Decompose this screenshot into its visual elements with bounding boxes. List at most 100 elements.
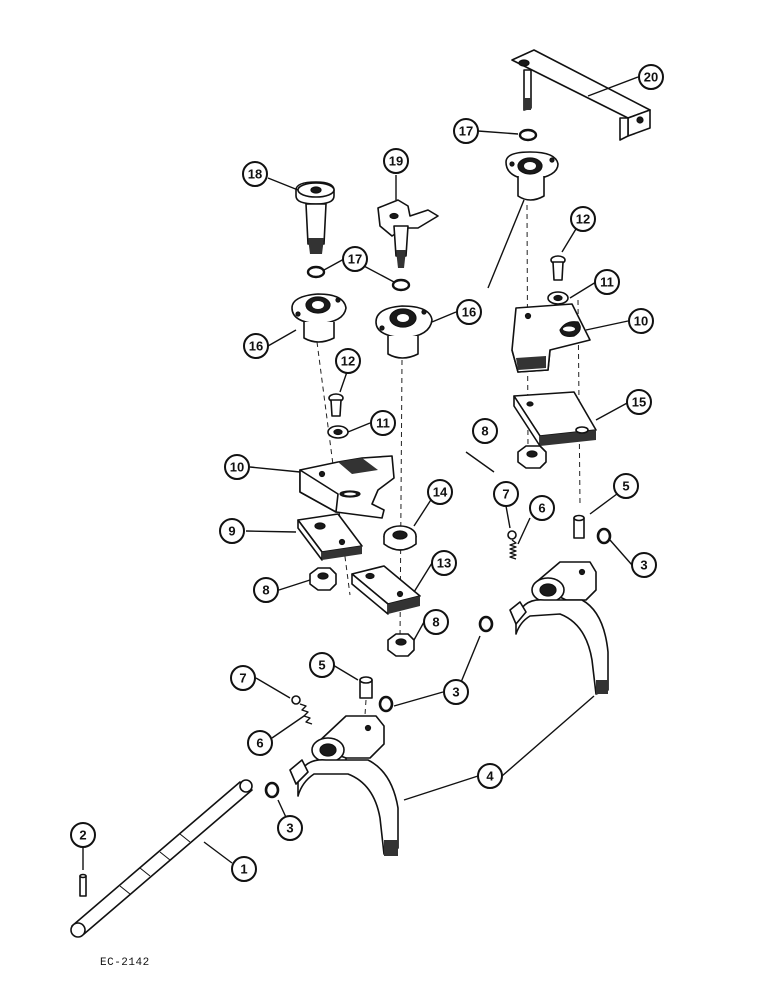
callout-3: 3 — [277, 815, 303, 841]
circlip-part — [378, 695, 394, 713]
callout-9: 9 — [219, 518, 245, 544]
drawing-reference-code: EC-2142 — [100, 957, 150, 969]
bolt-part — [550, 255, 566, 281]
bracket-part — [511, 303, 591, 373]
callout-5: 5 — [613, 473, 639, 499]
o-ring-part — [391, 278, 411, 292]
pin-part — [79, 873, 87, 897]
selector-lever-part — [511, 49, 651, 141]
o-ring-part — [518, 128, 538, 142]
callout-17: 17 — [453, 118, 479, 144]
svg-text:17: 17 — [348, 252, 362, 267]
callout-15: 15 — [626, 389, 652, 415]
leader-lines — [82, 76, 639, 870]
roll-pin-part — [573, 514, 585, 539]
callout-18: 18 — [242, 161, 268, 187]
callout-17: 17 — [342, 246, 368, 272]
svg-text:11: 11 — [376, 416, 390, 431]
svg-text:5: 5 — [622, 479, 629, 494]
svg-text:3: 3 — [640, 558, 647, 573]
svg-text:12: 12 — [576, 212, 590, 227]
callout-13: 13 — [431, 550, 457, 576]
svg-text:18: 18 — [248, 167, 262, 182]
svg-text:1: 1 — [240, 862, 247, 877]
svg-text:11: 11 — [600, 275, 614, 290]
callout-11: 11 — [370, 410, 396, 436]
shift-rail-part — [70, 779, 253, 938]
callout-16: 16 — [243, 333, 269, 359]
svg-text:8: 8 — [262, 583, 269, 598]
pivot-pin-part — [295, 181, 335, 254]
shift-fork-part — [289, 715, 399, 856]
callout-10: 10 — [628, 308, 654, 334]
washer-part — [327, 425, 349, 439]
nut-part — [309, 567, 337, 591]
callout-8: 8 — [253, 577, 279, 603]
svg-text:12: 12 — [341, 354, 355, 369]
svg-text:19: 19 — [389, 154, 403, 169]
plate-part — [513, 391, 597, 447]
svg-text:3: 3 — [452, 685, 459, 700]
callout-10: 10 — [224, 454, 250, 480]
circlip-part — [596, 527, 612, 545]
svg-text:6: 6 — [538, 501, 545, 516]
callout-8: 8 — [423, 609, 449, 635]
svg-text:2: 2 — [79, 828, 86, 843]
svg-text:14: 14 — [433, 485, 448, 500]
svg-text:10: 10 — [634, 314, 648, 329]
svg-text:13: 13 — [437, 556, 451, 571]
roll-pin-part — [359, 676, 373, 699]
svg-text:16: 16 — [249, 339, 263, 354]
callout-5: 5 — [309, 652, 335, 678]
circlip-part — [264, 781, 280, 799]
detent-spring-part — [299, 703, 313, 725]
nut-part — [387, 633, 415, 657]
svg-text:8: 8 — [432, 615, 439, 630]
detent-ball-part — [291, 695, 301, 705]
svg-text:15: 15 — [632, 395, 646, 410]
svg-text:5: 5 — [318, 658, 325, 673]
nut-part — [517, 445, 547, 469]
callout-12: 12 — [570, 206, 596, 232]
svg-text:3: 3 — [286, 821, 293, 836]
svg-text:9: 9 — [228, 524, 235, 539]
callout-6: 6 — [247, 730, 273, 756]
o-ring-part — [306, 265, 326, 279]
callout-12: 12 — [335, 348, 361, 374]
callout-3: 3 — [631, 552, 657, 578]
callout-8: 8 — [472, 418, 498, 444]
svg-text:17: 17 — [459, 124, 473, 139]
callout-4: 4 — [477, 763, 503, 789]
detent-spring-part — [509, 539, 517, 560]
callout-11: 11 — [594, 269, 620, 295]
svg-text:8: 8 — [481, 424, 488, 439]
svg-text:7: 7 — [502, 487, 509, 502]
plate-part — [351, 565, 421, 615]
callout-6: 6 — [529, 495, 555, 521]
callout-19: 19 — [383, 148, 409, 174]
callout-2: 2 — [70, 822, 96, 848]
callout-1: 1 — [231, 856, 257, 882]
svg-text:20: 20 — [644, 70, 658, 85]
callout-7: 7 — [230, 665, 256, 691]
callout-20: 20 — [638, 64, 664, 90]
shift-fork-part — [509, 561, 609, 695]
plate-part — [297, 513, 363, 561]
circlip-part — [478, 615, 494, 633]
pin-with-plate-part — [377, 199, 439, 268]
svg-text:7: 7 — [239, 671, 246, 686]
callout-7: 7 — [493, 481, 519, 507]
flanged-bushing-part — [505, 151, 559, 201]
detent-ball-part — [507, 530, 517, 540]
callout-14: 14 — [427, 479, 453, 505]
svg-text:4: 4 — [486, 769, 494, 784]
washer-part — [547, 291, 569, 305]
svg-text:16: 16 — [462, 305, 476, 320]
svg-text:6: 6 — [256, 736, 263, 751]
flanged-bushing-part — [291, 293, 347, 343]
callout-3: 3 — [443, 679, 469, 705]
callout-16: 16 — [456, 299, 482, 325]
bracket-part — [299, 455, 395, 519]
flanged-bushing-part — [375, 305, 433, 359]
